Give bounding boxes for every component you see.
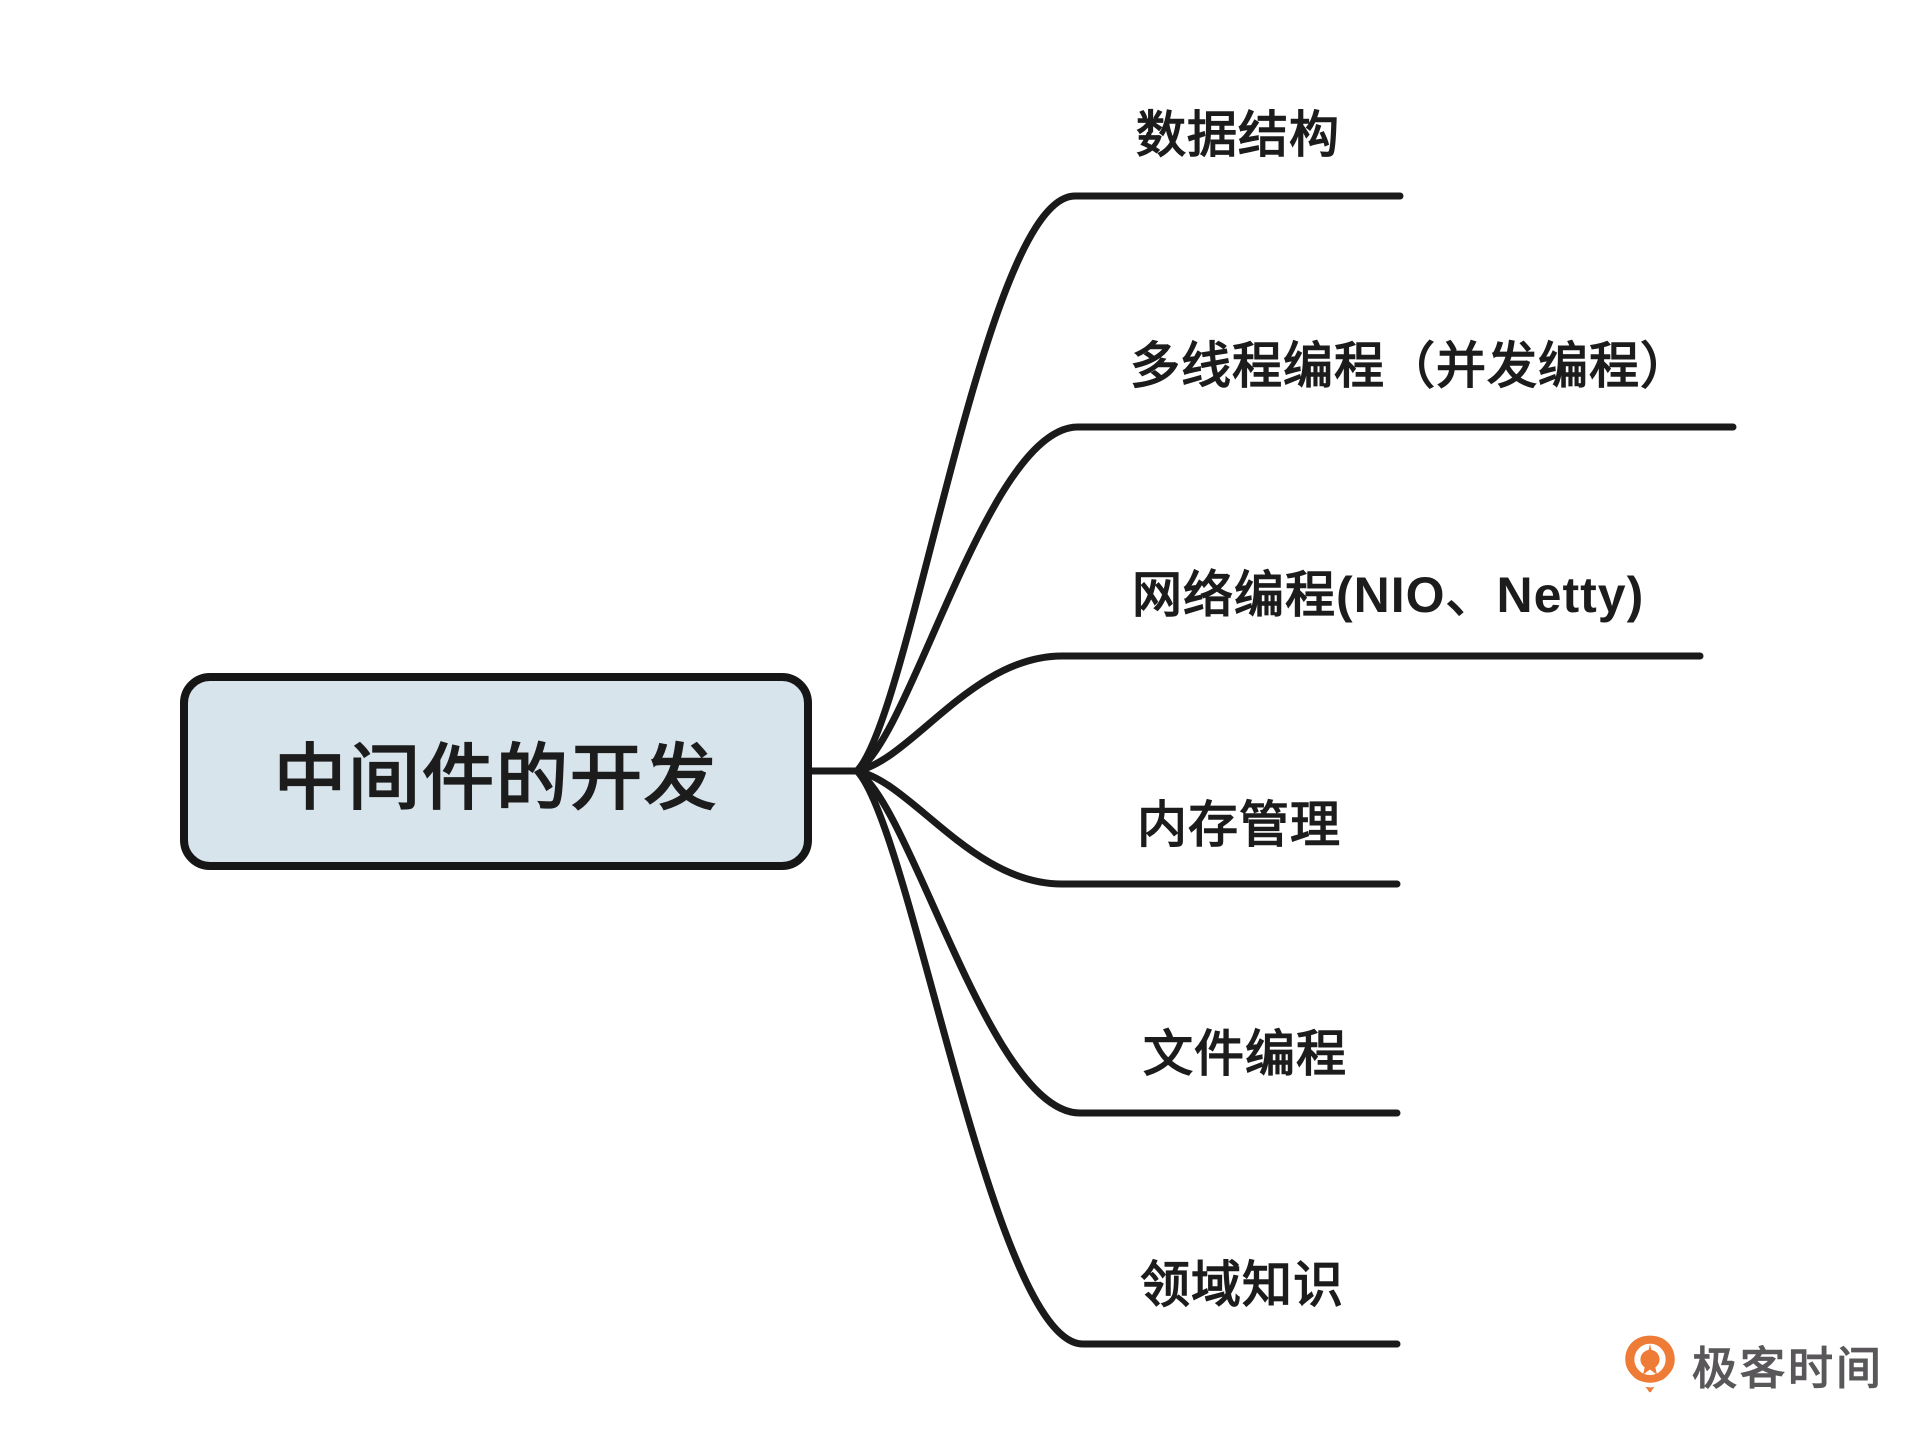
- branch-node-label[interactable]: 文件编程: [1143, 1026, 1347, 1082]
- geektime-pin-icon: [1625, 1335, 1675, 1392]
- branch-node-label[interactable]: 领域知识: [1140, 1257, 1344, 1313]
- root-node-label: 中间件的开发: [273, 739, 718, 819]
- geektime-logo-text: 极客时间: [1692, 1343, 1885, 1394]
- branch-curve: [808, 767, 1401, 1117]
- branch-curve: [808, 767, 1401, 888]
- branch-curve: [808, 652, 1704, 775]
- branch-node-label[interactable]: 多线程编程（并发编程）: [1130, 338, 1691, 394]
- root-node[interactable]: 中间件的开发: [180, 673, 812, 870]
- geektime-logo: 极客时间: [1622, 1332, 1884, 1397]
- branch-curve: [808, 192, 1404, 775]
- branch-node-label[interactable]: 网络编程(NIO、Netty): [1132, 567, 1645, 623]
- branch-curve: [808, 423, 1737, 775]
- branch-curve: [808, 767, 1401, 1348]
- branch-node-label[interactable]: 内存管理: [1137, 797, 1341, 853]
- branch-node-label[interactable]: 数据结构: [1136, 107, 1340, 163]
